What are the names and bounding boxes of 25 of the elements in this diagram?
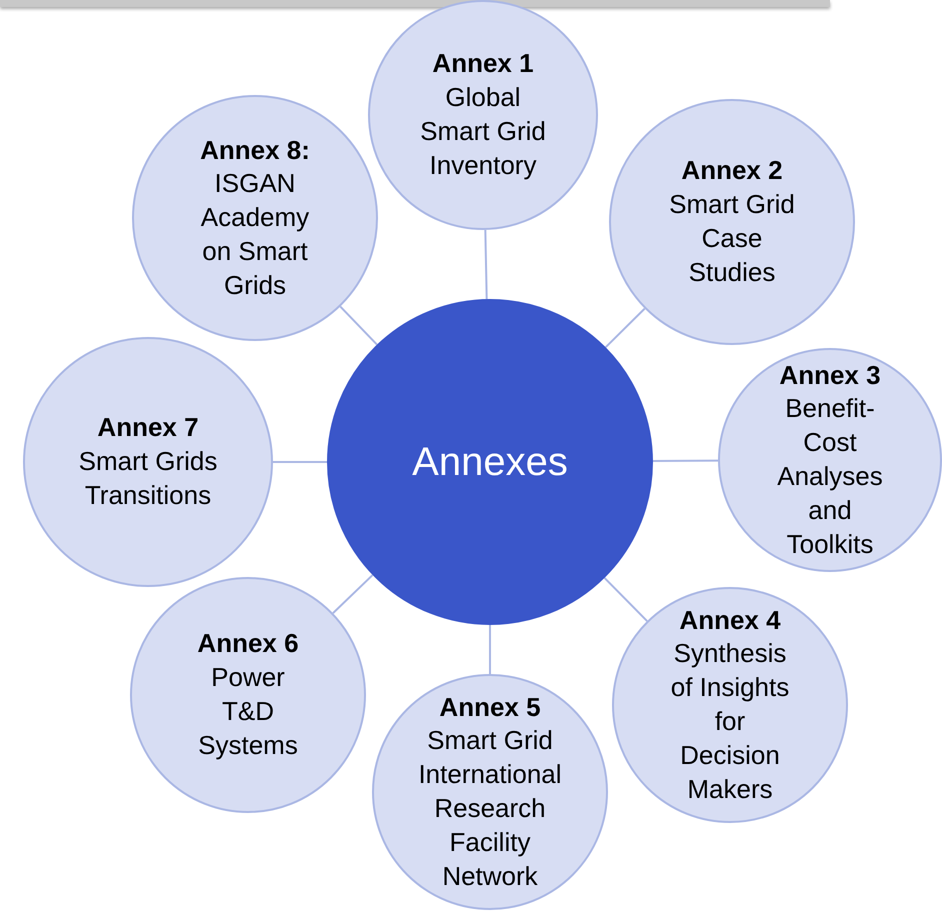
annex-title: Annex 7: [97, 411, 199, 444]
annex-title: Annex 8:: [200, 134, 310, 166]
annex-title: Annex 5: [439, 690, 541, 724]
connector-line: [604, 577, 648, 622]
connector-line: [484, 230, 488, 300]
annex-description: Synthesis of Insights for Decision Makers: [670, 637, 790, 806]
annex-description: Benefit-Cost Analyses and Toolkits: [776, 392, 884, 561]
annex-title: Annex 1: [432, 47, 534, 80]
annex-description: Smart Grid Case Studies: [668, 188, 796, 289]
annex-description: Smart Grid International Research Facility Network: [417, 724, 563, 893]
connector-line: [340, 306, 378, 346]
annex-description: ISGAN Academy on Smart Grids: [200, 167, 310, 302]
hub-title: Annexes: [412, 439, 568, 486]
connector-line: [332, 574, 374, 614]
annex-title: Annex 2: [681, 154, 783, 188]
annex-title: Annex 4: [679, 604, 781, 637]
annex-title: Annex 6: [197, 627, 299, 660]
connector-line: [273, 461, 327, 463]
connector-line: [489, 625, 491, 674]
annex-description: Global Smart Grid Inventory: [419, 81, 547, 182]
connector-line: [653, 460, 718, 462]
annex-description: Power T&D Systems: [197, 661, 299, 762]
connector-line: [605, 308, 646, 348]
annex-title: Annex 3: [779, 358, 881, 392]
annex-description: Smart Grids Transitions: [78, 445, 218, 512]
